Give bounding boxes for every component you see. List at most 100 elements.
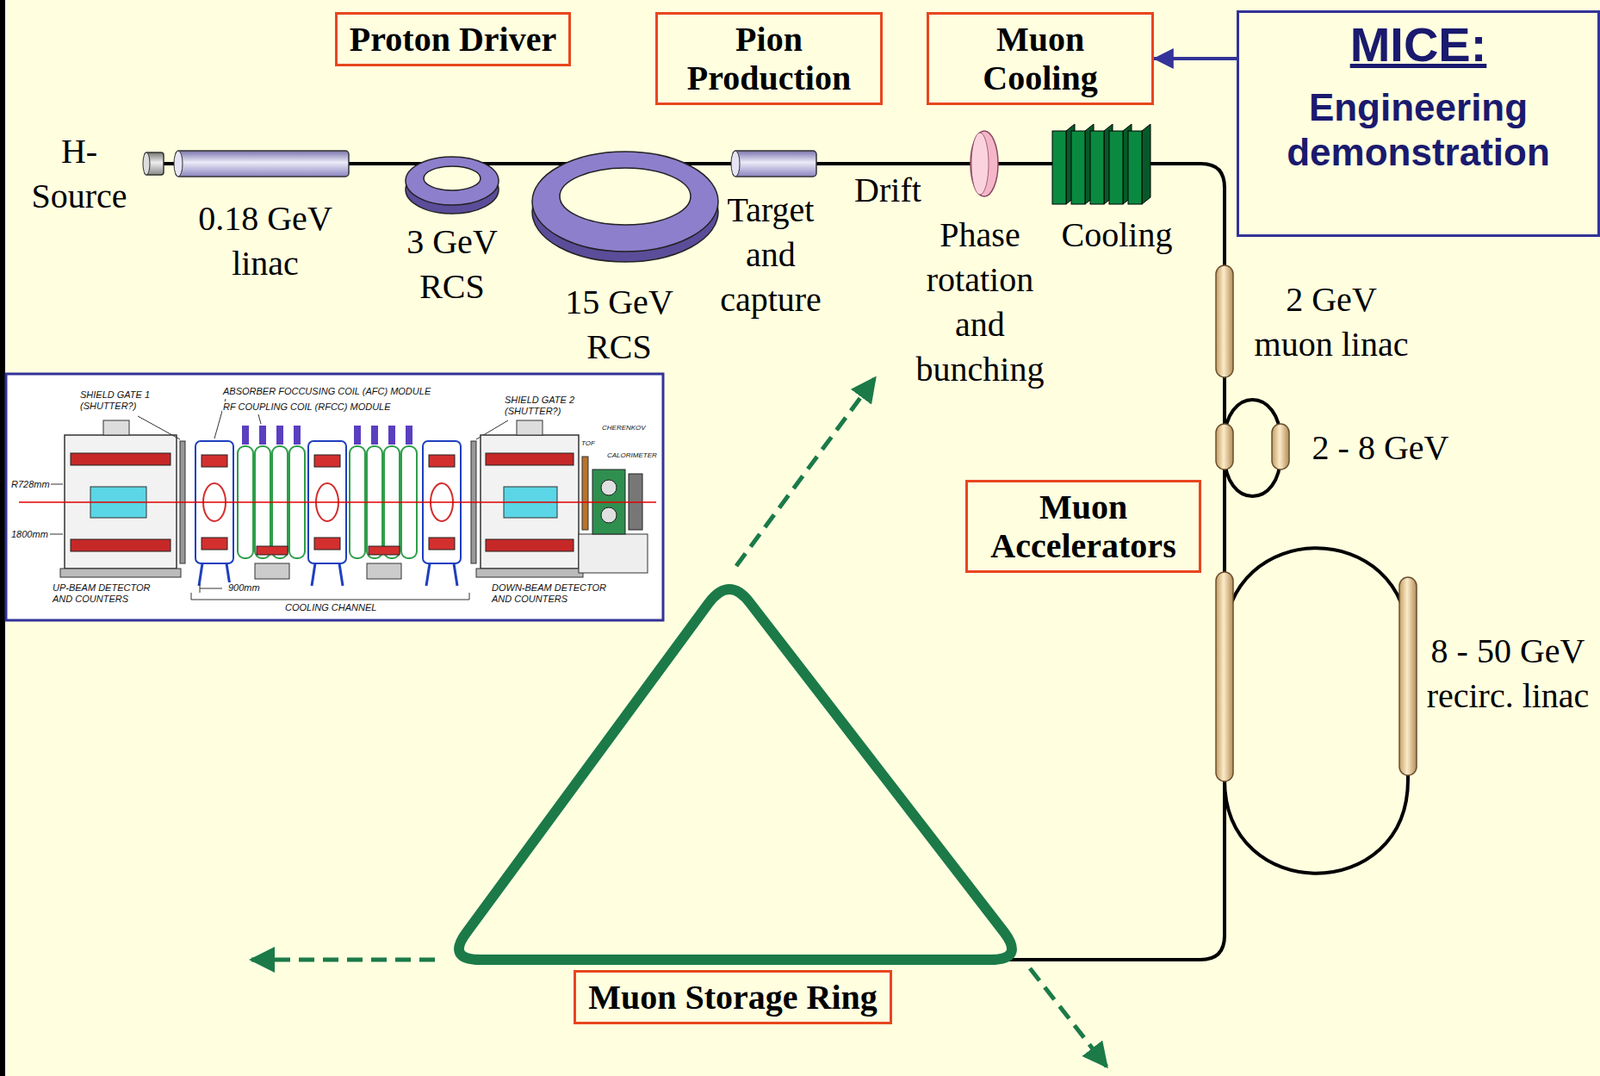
part-label: R728mm <box>10 478 51 490</box>
support-base <box>60 568 181 577</box>
dimension-line <box>49 533 63 535</box>
component-label: 15 GeV RCS <box>554 279 684 370</box>
part-label: CHERENKOV <box>601 423 647 433</box>
tof-counter <box>582 456 589 530</box>
linac-cylinder <box>175 150 349 177</box>
rf-coupler <box>388 425 396 445</box>
photomultiplier <box>601 479 617 496</box>
part-label: TOF <box>580 439 596 448</box>
inset-frame <box>6 373 664 621</box>
muon-linac <box>1399 576 1417 776</box>
target-cap <box>731 150 740 177</box>
rf-coupler <box>259 425 267 445</box>
component-label: Target and capture <box>719 187 822 323</box>
synchrotron-ring <box>532 151 719 252</box>
phase-rotation-disc-face <box>971 132 989 195</box>
rf-coupler <box>293 425 301 445</box>
neutrino-beam-arrow <box>1029 967 1107 1067</box>
coil <box>201 454 228 467</box>
shield-block <box>103 420 130 435</box>
coil <box>485 539 574 552</box>
stage-box: Proton Driver <box>334 12 571 67</box>
cooling-plate-side <box>1141 124 1151 205</box>
coil <box>428 454 455 467</box>
stage-box: Muon Accelerators <box>965 479 1202 573</box>
rf-coupler <box>371 425 379 445</box>
support-base <box>476 568 583 577</box>
part-label: 900mm <box>227 582 261 594</box>
coil <box>70 539 171 552</box>
component-label: H- Source <box>31 129 127 219</box>
storage-ring <box>458 589 1012 960</box>
cooling-plate <box>1071 130 1086 205</box>
support-leg <box>198 563 230 586</box>
photomultiplier <box>601 507 617 523</box>
part-label: DOWN-BEAM DETECTOR AND COUNTERS <box>490 582 614 605</box>
synchrotron-ring-hole <box>423 166 481 191</box>
rf-coupler <box>405 425 413 445</box>
coil <box>485 452 574 466</box>
part-label: 1800mm <box>10 528 50 540</box>
beam-axis <box>18 501 657 503</box>
box-title: MICE: <box>1246 16 1591 74</box>
leader-line <box>137 415 180 440</box>
synchrotron-ring <box>405 156 499 205</box>
box-title: Muon Storage Ring <box>588 977 878 1017</box>
coil <box>428 537 455 550</box>
support-leg <box>426 563 458 586</box>
component-label: 8 - 50 GeV recirc. linac <box>1421 628 1594 719</box>
afc-module <box>195 440 234 586</box>
dimension-line <box>199 583 223 593</box>
coil <box>314 537 341 550</box>
box-body: Engineering demonstration <box>1246 85 1591 175</box>
afc-module <box>422 440 461 586</box>
component-label: 3 GeV RCS <box>396 219 509 310</box>
coupling-coil <box>256 545 288 555</box>
box-title: Muon Accelerators <box>979 487 1187 565</box>
part-label: COOLING CHANNEL <box>284 601 378 614</box>
rf-coupler <box>276 425 284 445</box>
cooling-channel-bracket <box>191 592 470 600</box>
part-label: SHIELD GATE 1 (SHUTTER?) <box>79 389 168 412</box>
coil <box>70 452 171 466</box>
stage-box: Muon Cooling <box>926 12 1154 106</box>
cooling-plate <box>1128 130 1142 205</box>
callout-box: MICE: Engineering demonstration <box>1236 10 1600 237</box>
detector-stand <box>578 533 648 573</box>
part-label: UP-BEAM DETECTOR AND COUNTERS <box>51 582 162 605</box>
cooling-plates <box>1052 124 1151 205</box>
shield-block <box>516 420 543 435</box>
muon-linac <box>1271 423 1290 470</box>
support-base <box>366 563 402 579</box>
mice-inset <box>6 373 664 621</box>
muon-linac <box>1215 571 1234 782</box>
part-label: ABSORBER FOCCUSING COIL (AFC) MODULE <box>222 385 432 397</box>
stage-box: Muon Storage Ring <box>573 969 893 1024</box>
neutrino-beam-arrow <box>736 378 875 566</box>
component-label: 0.18 GeV linac <box>187 196 343 286</box>
phase-rotation-disc <box>970 130 999 197</box>
component-label: 2 GeV muon linac <box>1245 277 1418 367</box>
cooling-plate <box>1052 130 1067 205</box>
box-title: Pion Production <box>669 19 869 98</box>
target-cylinder <box>732 150 817 177</box>
muon-linac <box>1215 265 1234 378</box>
neutrino-beam-arrow <box>251 957 435 962</box>
afc-module <box>308 440 347 586</box>
edge-strip <box>0 0 6 1076</box>
ion-source-cap <box>142 152 150 175</box>
box-title: Proton Driver <box>349 19 557 59</box>
rf-coupler <box>241 425 249 445</box>
part-label: RF COUPLING COIL (RFCC) MODULE <box>222 401 392 413</box>
stage-box: Pion Production <box>655 12 883 106</box>
part-label: SHIELD GATE 2 (SHUTTER?) <box>503 394 592 417</box>
coupling-coil <box>368 545 400 555</box>
component-label: Phase rotation and bunching <box>916 212 1045 392</box>
recirculation-loop <box>1224 547 1408 874</box>
component-label: Drift <box>854 167 922 213</box>
dimension-line <box>49 483 63 485</box>
leader-line <box>258 414 261 424</box>
synchrotron-ring-hole <box>559 167 691 225</box>
connector-arrow <box>1153 56 1237 61</box>
